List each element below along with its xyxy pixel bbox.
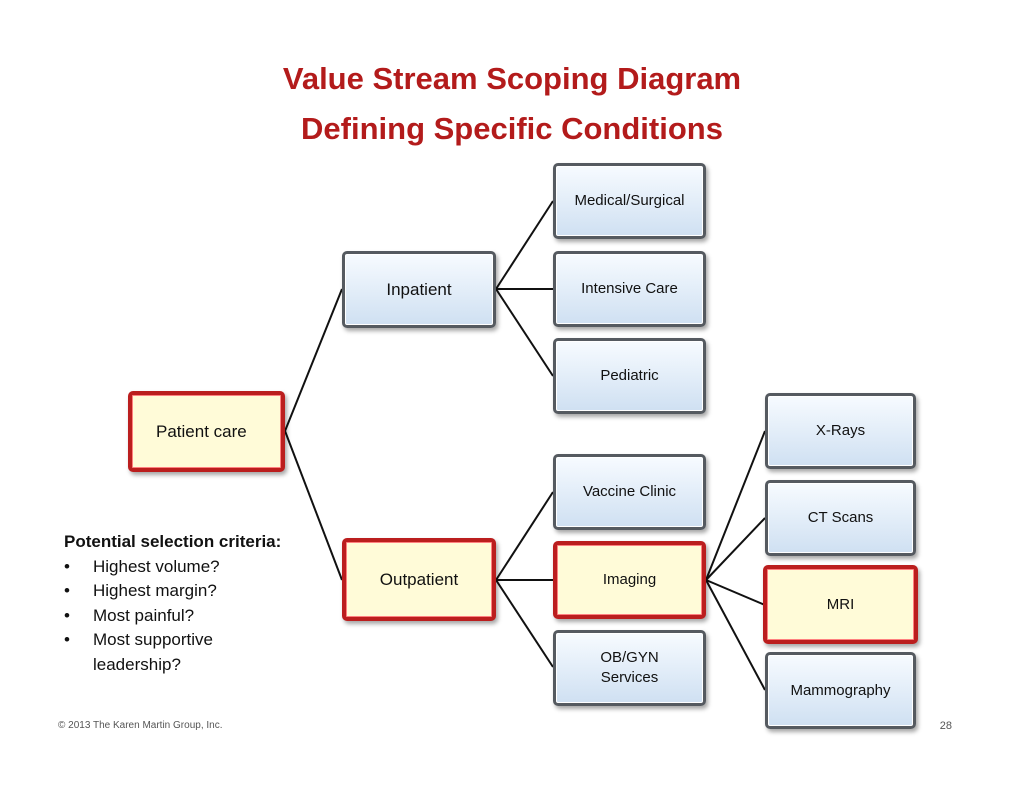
connector-imaging-xrays	[705, 430, 766, 581]
connector-outpatient-obgyn	[495, 579, 554, 668]
node-mammography-label: Mammography	[790, 681, 891, 699]
node-medical-surgical-label: Medical/Surgical	[574, 192, 685, 209]
copyright-footer: © 2013 The Karen Martin Group, Inc.	[58, 720, 223, 731]
node-patient-care-label: Patient care	[156, 421, 247, 441]
node-mri-label: MRI	[826, 595, 855, 613]
selection-criteria-heading: Potential selection criteria:	[64, 532, 282, 551]
diagram-subtitle: Defining Specific Conditions	[301, 111, 723, 146]
node-intensive-care: Intensive Care	[553, 251, 706, 327]
connector-inpatient-pediatric	[495, 288, 554, 377]
criteria-item: Highest margin?	[64, 579, 344, 604]
connector-outpatient-vaccine	[495, 491, 554, 581]
node-xrays: X-Rays	[765, 393, 916, 469]
node-xrays-label: X-Rays	[815, 422, 866, 439]
node-mri: MRI	[763, 565, 918, 644]
diagram-title: Value Stream Scoping Diagram	[282, 61, 742, 96]
node-vaccine-clinic-label: Vaccine Clinic	[582, 483, 677, 500]
connector-inpatient-medical	[495, 200, 554, 290]
node-pediatric: Pediatric	[553, 338, 706, 414]
page-number: 28	[939, 720, 952, 732]
node-pediatric-label: Pediatric	[600, 367, 659, 384]
connector-imaging-mri	[705, 579, 766, 606]
node-outpatient-label: Outpatient	[379, 569, 459, 589]
connector-imaging-ctscans	[705, 517, 766, 581]
node-intensive-care-label: Intensive Care	[581, 280, 678, 297]
node-medical-surgical: Medical/Surgical	[553, 163, 706, 239]
connector-imaging-mammography	[705, 579, 766, 691]
node-inpatient: Inpatient	[342, 251, 496, 328]
connector-patient-inpatient	[284, 288, 343, 432]
node-patient-care: Patient care	[128, 391, 285, 472]
node-mammography: Mammography	[765, 652, 916, 729]
node-imaging: Imaging	[553, 541, 706, 619]
node-ct-scans-label: CT Scans	[807, 509, 874, 526]
criteria-item: Most painful?	[64, 604, 344, 629]
node-outpatient: Outpatient	[342, 538, 496, 621]
selection-criteria-list: Highest volume? Highest margin? Most pai…	[64, 555, 344, 678]
node-obgyn-services: OB/GYN Services	[553, 630, 706, 706]
node-ct-scans: CT Scans	[765, 480, 916, 556]
node-imaging-label: Imaging	[602, 571, 657, 588]
node-inpatient-label: Inpatient	[386, 279, 452, 299]
selection-criteria: Potential selection criteria: Highest vo…	[64, 530, 344, 677]
criteria-item: Most supportive leadership?	[64, 628, 263, 677]
criteria-item: Highest volume?	[64, 555, 344, 580]
node-vaccine-clinic: Vaccine Clinic	[553, 454, 706, 530]
node-obgyn-services-label: OB/GYN Services	[600, 649, 659, 686]
